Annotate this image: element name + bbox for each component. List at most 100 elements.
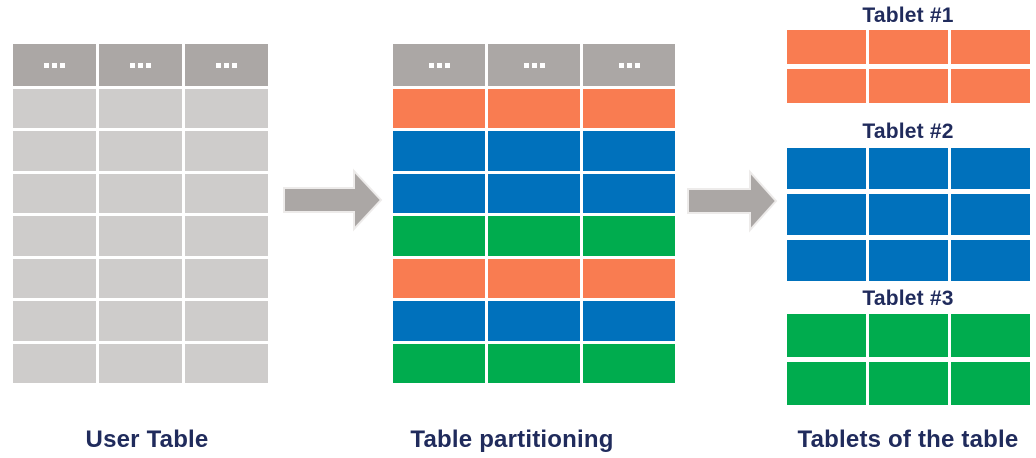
table-cell xyxy=(99,258,182,299)
ellipsis-dot xyxy=(634,62,640,68)
tablet-cell xyxy=(787,30,866,64)
header-cell xyxy=(488,44,580,86)
table-cell xyxy=(393,216,485,256)
tablet-1-title: Tablet #1 xyxy=(862,4,954,27)
ellipsis-dot xyxy=(44,62,49,68)
table-cell xyxy=(583,131,675,171)
tablet-cell xyxy=(787,69,866,103)
ellipsis-dot xyxy=(232,62,237,68)
table-cell xyxy=(583,216,675,256)
header-cell xyxy=(99,44,182,86)
tablet-2-table xyxy=(787,148,1030,281)
tablet-cell xyxy=(869,69,948,103)
ellipsis-dot xyxy=(539,62,545,68)
user-table xyxy=(13,44,268,383)
tablet-cell xyxy=(869,240,948,281)
ellipsis-dot xyxy=(531,62,537,68)
ellipsis-dot xyxy=(52,62,57,68)
table-cell xyxy=(488,301,580,341)
table-cell xyxy=(13,131,96,171)
header-cell xyxy=(13,44,96,86)
partitioned-table xyxy=(393,44,675,383)
table-cell xyxy=(583,301,675,341)
tablet-cell xyxy=(787,362,866,405)
table-cell xyxy=(393,343,485,383)
table-cell xyxy=(393,301,485,341)
table-cell xyxy=(13,173,96,214)
table-cell xyxy=(488,89,580,129)
table-cell xyxy=(13,216,96,256)
ellipsis-dot xyxy=(216,62,221,68)
table-partitioning-label: Table partitioning xyxy=(410,426,614,453)
table-cell xyxy=(583,89,675,129)
tablet-2-title: Tablet #2 xyxy=(862,120,954,143)
tablet-cell xyxy=(951,314,1030,357)
table-cell xyxy=(393,173,485,214)
table-cell xyxy=(393,89,485,129)
user-table-label: User Table xyxy=(85,426,209,453)
table-cell xyxy=(185,343,268,383)
table-cell xyxy=(99,131,182,171)
header-cell xyxy=(185,44,268,86)
tablet-cell xyxy=(869,314,948,357)
header-cell xyxy=(393,44,485,86)
ellipsis-dot xyxy=(428,62,434,68)
tablet-cell xyxy=(787,148,866,189)
tablet-cell xyxy=(787,314,866,357)
tablet-cell xyxy=(951,30,1030,64)
tablet-cell xyxy=(951,362,1030,405)
table-cell xyxy=(13,89,96,129)
table-cell xyxy=(99,216,182,256)
right-arrow-icon xyxy=(283,168,383,232)
table-cell xyxy=(583,343,675,383)
header-cell xyxy=(583,44,675,86)
tablet-cell xyxy=(869,30,948,64)
table-cell xyxy=(185,216,268,256)
table-cell xyxy=(488,131,580,171)
ellipsis-dot xyxy=(444,62,450,68)
tablet-3-table xyxy=(787,314,1030,405)
table-cell xyxy=(99,343,182,383)
ellipsis-dot xyxy=(523,62,529,68)
ellipsis-dot xyxy=(60,62,65,68)
tablet-cell xyxy=(951,69,1030,103)
ellipsis-dot xyxy=(436,62,442,68)
table-cell xyxy=(488,173,580,214)
ellipsis-dot xyxy=(626,62,632,68)
tablet-cell xyxy=(869,148,948,189)
tablet-3-title: Tablet #3 xyxy=(862,287,954,310)
ellipsis-dot xyxy=(618,62,624,68)
table-cell xyxy=(185,89,268,129)
ellipsis-dot xyxy=(224,62,229,68)
table-cell xyxy=(185,301,268,341)
ellipsis-dot xyxy=(138,62,143,68)
table-cell xyxy=(13,258,96,299)
table-cell xyxy=(99,89,182,129)
table-cell xyxy=(185,173,268,214)
tablet-cell xyxy=(951,148,1030,189)
table-cell xyxy=(393,131,485,171)
table-cell xyxy=(99,301,182,341)
table-cell xyxy=(13,301,96,341)
table-cell xyxy=(583,258,675,299)
tablets-of-the-table-label: Tablets of the table xyxy=(797,426,1019,453)
tablet-cell xyxy=(869,362,948,405)
ellipsis-dot xyxy=(146,62,151,68)
table-cell xyxy=(99,173,182,214)
table-cell xyxy=(488,343,580,383)
tablet-1-table xyxy=(787,30,1030,103)
table-cell xyxy=(185,131,268,171)
table-cell xyxy=(488,216,580,256)
table-cell xyxy=(185,258,268,299)
right-arrow-icon xyxy=(687,169,778,233)
table-cell xyxy=(583,173,675,214)
table-cell xyxy=(488,258,580,299)
tablet-cell xyxy=(787,240,866,281)
tablet-cell xyxy=(787,194,866,235)
tablet-cell xyxy=(951,194,1030,235)
table-cell xyxy=(13,343,96,383)
tablet-cell xyxy=(869,194,948,235)
ellipsis-dot xyxy=(130,62,135,68)
tablet-cell xyxy=(951,240,1030,281)
